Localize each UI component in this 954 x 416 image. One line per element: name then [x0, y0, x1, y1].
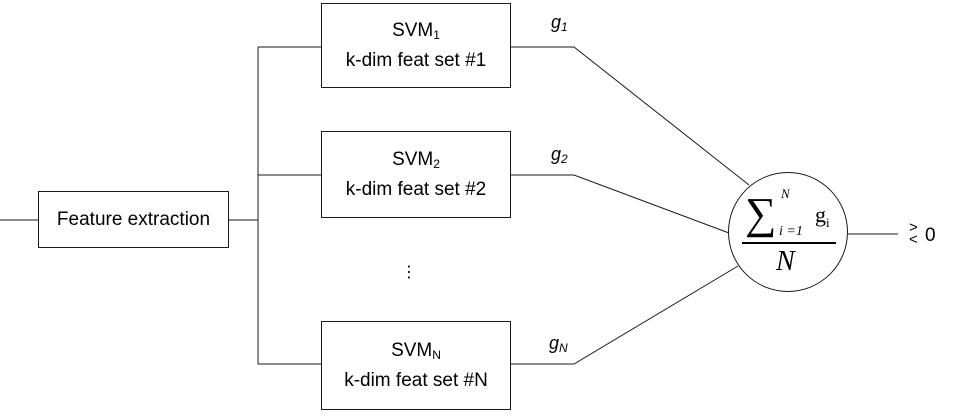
output-subscript-g2: 2 — [561, 152, 568, 166]
summation-term-subscript: i — [826, 215, 830, 230]
summation-term-symbol: g — [815, 202, 826, 227]
svm-feature-set-2: k-dim feat set #2 — [345, 178, 487, 200]
svm-subscript-2: 2 — [433, 156, 440, 171]
output-symbol-g2: g — [551, 144, 562, 164]
feature-extraction-box: Feature extraction — [38, 191, 229, 248]
output-label-g2: g2 — [551, 144, 568, 166]
averaging-node-circle — [728, 172, 848, 292]
output-subscript-g1: 1 — [561, 20, 568, 34]
greater-than-symbol: > — [909, 219, 918, 236]
svm-subscript-n: N — [432, 347, 441, 362]
output-label-g1: g1 — [551, 12, 568, 34]
vertical-ellipsis: ⋮ — [401, 262, 417, 281]
threshold-value: 0 — [925, 225, 936, 246]
svm-name-n: SVM — [391, 339, 433, 361]
less-than-symbol: < — [909, 231, 918, 248]
output-label-gn: gN — [549, 333, 568, 355]
output-symbol-gn: g — [549, 333, 560, 353]
svm-name-1: SVM — [392, 19, 434, 41]
output-line-gN — [511, 265, 739, 365]
decision-threshold: > < 0 — [909, 219, 949, 251]
output-line-g2 — [511, 174, 730, 234]
summation-upper-limit: N — [781, 186, 790, 201]
svm-name-2: SVM — [392, 148, 434, 170]
output-subscript-gn: N — [559, 341, 568, 355]
svm-feature-set-1: k-dim feat set #1 — [345, 49, 487, 71]
svm-box-1: SVM1 k-dim feat set #1 — [321, 3, 511, 88]
svm-title-1: SVM1 — [392, 18, 440, 48]
svm-subscript-1: 1 — [433, 27, 440, 42]
summation-lower-limit: i =1 — [779, 224, 803, 239]
fraction-denominator: N — [776, 246, 795, 277]
summation-term: gi — [815, 202, 830, 231]
summation-sign: ∑ — [745, 189, 777, 238]
svm-title-2: SVM2 — [392, 147, 440, 177]
output-symbol-g1: g — [551, 12, 562, 32]
svm-title-n: SVMN — [391, 338, 441, 368]
svm-box-2: SVM2 k-dim feat set #2 — [321, 131, 511, 218]
feature-extraction-label: Feature extraction — [56, 208, 211, 230]
fraction-bar — [742, 242, 836, 244]
svm-box-n: SVMN k-dim feat set #N — [321, 321, 511, 410]
svm-feature-set-n: k-dim feat set #N — [344, 369, 488, 391]
output-line-g1 — [511, 46, 750, 186]
sum-formula-numerator: ∑ N i =1 gi — [745, 186, 837, 242]
